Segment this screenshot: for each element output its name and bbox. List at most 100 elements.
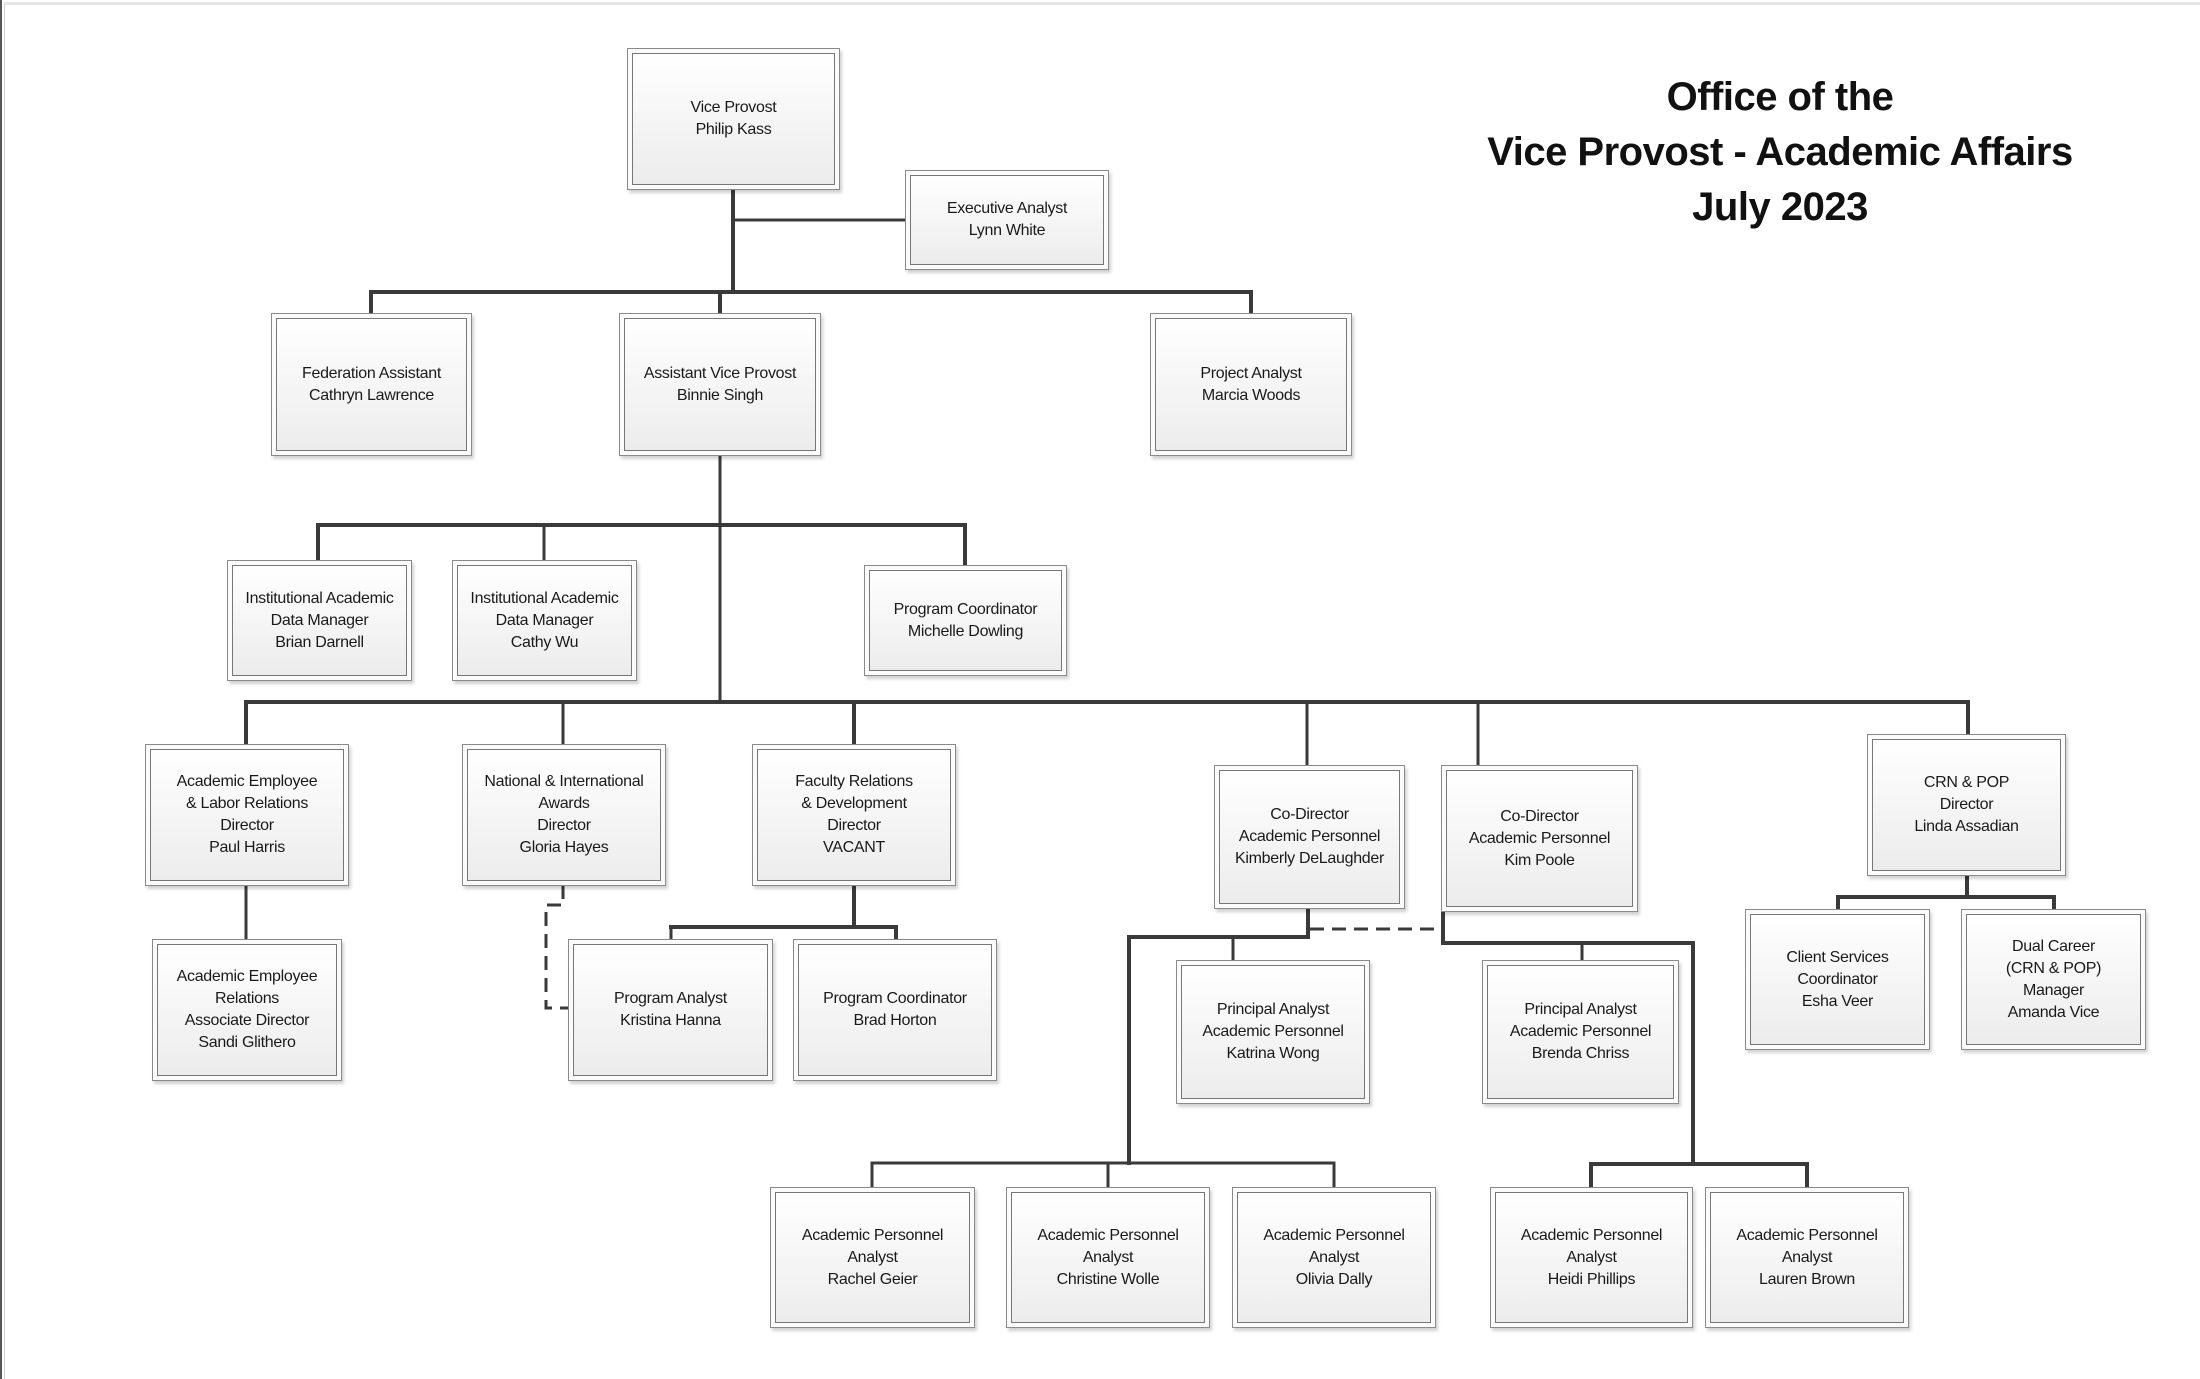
node-title: Director [537,817,591,834]
title-line-2: Vice Provost - Academic Affairs [1487,130,2073,174]
node-name: Amanda Vice [2007,1003,2100,1021]
node-title: Academic Personnel [1520,1226,1663,1244]
node-program-coordinator-michelle[interactable]: Program Coordinator Michelle Dowling [864,565,1067,676]
node-crn-pop-director[interactable]: CRN & POP Director Linda Assadian [1867,734,2066,876]
node-title: Associate Director [184,1012,310,1029]
node-aer-associate-director[interactable]: Academic Employee Relations Associate Di… [152,939,342,1081]
node-title: (CRN & POP) [2005,959,2102,977]
node-data-manager-brian[interactable]: Institutional Academic Data Manager Bria… [227,560,412,681]
node-client-services-esha[interactable]: Client Services Coordinator Esha Veer [1745,909,1930,1050]
node-title: Program Coordinator [823,990,967,1007]
node-title: Academic Personnel [801,1226,944,1244]
node-title: Academic Employee [176,773,318,790]
page-top-border [4,2,2200,5]
node-title: Analyst [1308,1248,1360,1266]
node-name: Kim Poole [1504,851,1575,869]
node-ap-analyst-heidi[interactable]: Academic Personnel Analyst Heidi Phillip… [1490,1187,1693,1328]
node-title: Manager [2022,981,2085,999]
node-title: National & International [484,773,644,790]
node-ap-analyst-christine[interactable]: Academic Personnel Analyst Christine Wol… [1006,1187,1210,1328]
node-name: Binnie Singh [676,386,764,404]
node-name: Philip Kass [695,121,772,138]
node-title: & Development [801,795,907,812]
node-program-analyst-kristina[interactable]: Program Analyst Kristina Hanna [568,939,773,1081]
node-title: Institutional Academic [245,589,394,607]
node-dual-career-amanda[interactable]: Dual Career (CRN & POP) Manager Amanda V… [1961,909,2146,1050]
node-program-coordinator-brad[interactable]: Program Coordinator Brad Horton [793,939,997,1081]
node-name: Paul Harris [209,839,285,856]
node-title: Awards [538,795,590,812]
node-executive-analyst[interactable]: Executive Analyst Lynn White [905,170,1109,270]
node-ap-analyst-olivia[interactable]: Academic Personnel Analyst Olivia Dally [1232,1187,1436,1328]
node-title: Assistant Vice Provost [643,364,797,382]
node-title: Coordinator [1797,970,1878,988]
node-name: VACANT [823,839,885,856]
node-title: & Labor Relations [185,795,309,812]
node-name: Olivia Dally [1295,1270,1373,1288]
node-aelr-director[interactable]: Academic Employee & Labor Relations Dire… [145,744,349,886]
node-name: Brenda Chriss [1531,1045,1630,1062]
node-name: Cathy Wu [510,633,579,651]
node-title: Academic Personnel [1468,829,1611,847]
node-name: Cathryn Lawrence [308,386,435,404]
node-data-manager-cathy[interactable]: Institutional Academic Data Manager Cath… [452,560,637,681]
node-faculty-relations-director[interactable]: Faculty Relations & Development Director… [752,744,956,886]
node-title: Principal Analyst [1216,1001,1330,1018]
node-codirector-kimberly[interactable]: Co-Director Academic Personnel Kimberly … [1214,765,1405,909]
title-line-3: July 2023 [1692,185,1868,229]
node-codirector-kim[interactable]: Co-Director Academic Personnel Kim Poole [1441,765,1638,912]
node-ap-analyst-rachel[interactable]: Academic Personnel Analyst Rachel Geier [770,1187,975,1328]
node-project-analyst[interactable]: Project Analyst Marcia Woods [1150,313,1352,456]
node-name: Sandi Glithero [198,1034,296,1051]
node-title: Dual Career [2012,937,2095,955]
node-name: Gloria Hayes [519,839,609,856]
node-vice-provost[interactable]: Vice Provost Philip Kass [627,48,840,190]
node-name: Katrina Wong [1226,1045,1320,1062]
node-principal-analyst-katrina[interactable]: Principal Analyst Academic Personnel Kat… [1176,960,1370,1104]
node-title: Program Coordinator [893,600,1038,618]
node-name: Michelle Dowling [907,622,1024,640]
node-name: Kimberly DeLaughder [1234,850,1385,867]
node-ap-analyst-lauren[interactable]: Academic Personnel Analyst Lauren Brown [1705,1187,1909,1328]
node-title: Relations [214,990,279,1007]
node-title: Analyst [1082,1248,1134,1266]
node-title: Academic Personnel [1263,1226,1405,1244]
node-title: Project Analyst [1200,364,1302,382]
node-title: Executive Analyst [946,200,1068,217]
node-name: Kristina Hanna [620,1012,721,1029]
node-title: Academic Personnel [1037,1226,1179,1244]
node-name: Lynn White [968,222,1046,239]
node-title: Data Manager [495,611,594,629]
node-title: Director [1939,796,1994,813]
node-title: Institutional Academic [470,589,619,607]
node-title: Academic Personnel [1509,1023,1652,1040]
node-title: Co-Director [1270,806,1349,823]
node-title: Data Manager [270,611,369,629]
node-name: Christine Wolle [1056,1270,1160,1288]
title-line-1: Office of the [1666,75,1894,119]
node-title: Academic Employee [176,968,318,985]
node-name: Brad Horton [853,1012,937,1029]
node-awards-director[interactable]: National & International Awards Director… [462,744,666,886]
node-principal-analyst-brenda[interactable]: Principal Analyst Academic Personnel Bre… [1482,960,1679,1104]
node-title: Analyst [1781,1248,1833,1266]
chart-title: Office of the Vice Provost - Academic Af… [1400,70,2160,235]
node-assistant-vice-provost[interactable]: Assistant Vice Provost Binnie Singh [619,313,821,456]
node-name: Esha Veer [1801,992,1874,1010]
node-title: Faculty Relations [795,773,913,790]
node-title: Academic Personnel [1736,1226,1878,1244]
node-federation-assistant[interactable]: Federation Assistant Cathryn Lawrence [271,313,472,456]
node-title: Principal Analyst [1524,1001,1637,1018]
node-name: Rachel Geier [827,1270,918,1288]
node-title: Academic Personnel [1202,1023,1344,1040]
node-title: Director [220,817,274,834]
node-name: Marcia Woods [1201,386,1301,404]
node-title: Academic Personnel [1238,828,1381,845]
node-title: CRN & POP [1923,774,2010,791]
node-name: Lauren Brown [1758,1270,1856,1288]
node-title: Analyst [847,1248,898,1266]
page-left-border-inner [4,4,5,1379]
page-left-border [0,0,2,1379]
